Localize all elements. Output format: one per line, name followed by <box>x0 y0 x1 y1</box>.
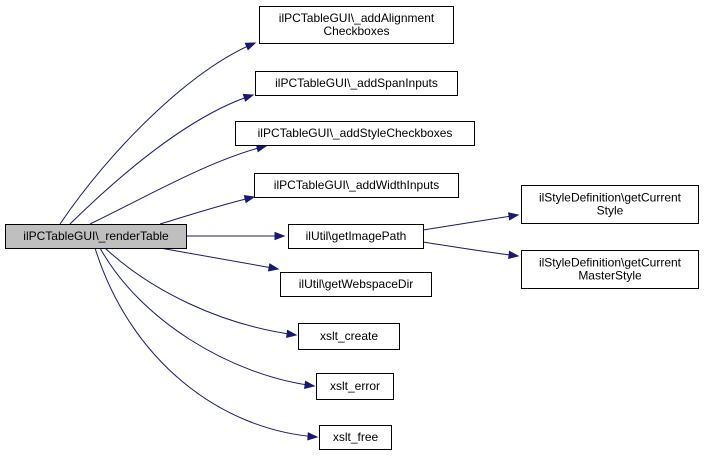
node-label: ilPCTableGUI\_addWidthInputs <box>274 178 439 192</box>
arrowhead-icon <box>243 195 256 204</box>
node-label: ilUtil\getWebspaceDir <box>299 277 414 291</box>
edge-getImagePath-to-getCurrentMasterStyle <box>422 241 520 260</box>
node-label: ilPCTableGUI\_addAlignment <box>279 11 435 25</box>
edge-line <box>104 247 297 336</box>
node-box <box>298 323 400 350</box>
node-label: ilUtil\getImagePath <box>306 229 407 243</box>
node-label: ilStyleDefinition\getCurrent <box>539 256 682 270</box>
arrowhead-icon <box>274 231 286 241</box>
node-label: xslt_create <box>320 329 378 343</box>
node-addSpan[interactable]: ilPCTableGUI\_addSpanInputs <box>255 71 458 96</box>
node-xsltError[interactable]: xslt_error <box>316 373 394 400</box>
node-getWebspace[interactable]: ilUtil\getWebspaceDir <box>280 272 432 297</box>
edge-line <box>99 247 315 387</box>
arrowhead-icon <box>244 42 257 51</box>
node-xsltFree[interactable]: xslt_free <box>319 425 392 450</box>
arrowhead-icon <box>242 93 255 102</box>
edge-line <box>159 247 279 270</box>
node-label: ilPCTableGUI\_addSpanInputs <box>275 76 438 90</box>
edge-root-to-addWidth <box>159 195 256 225</box>
edge-getImagePath-to-getCurrentStyle <box>422 212 520 231</box>
edge-root-to-xsltError <box>99 247 316 389</box>
node-box <box>280 272 432 297</box>
node-label: MasterStyle <box>578 269 642 283</box>
node-label: xslt_free <box>333 430 379 444</box>
node-label: Checkboxes <box>323 24 389 38</box>
node-root[interactable]: ilPCTableGUI\_renderTable <box>5 224 187 249</box>
node-label: ilPCTableGUI\_renderTable <box>23 229 169 243</box>
node-label: ilPCTableGUI\_addStyleCheckboxes <box>258 126 453 140</box>
node-xsltCreate[interactable]: xslt_create <box>298 323 400 350</box>
edge-root-to-addStyle <box>89 144 268 225</box>
node-label: Style <box>597 204 624 218</box>
node-box <box>259 6 454 44</box>
edge-line <box>94 247 318 438</box>
edge-line <box>59 42 256 225</box>
edge-root-to-xsltCreate <box>104 247 298 338</box>
node-box <box>255 71 458 96</box>
node-label: ilStyleDefinition\getCurrent <box>539 191 682 205</box>
node-box <box>521 185 699 224</box>
edge-root-to-xsltFree <box>94 247 319 441</box>
edge-line <box>422 214 519 231</box>
edge-root-to-getImagePath <box>186 231 286 241</box>
nodes-layer: ilPCTableGUI\_renderTable ilPCTableGUI\_a… <box>5 6 699 450</box>
edge-line <box>422 241 519 257</box>
edge-root-to-addSpan <box>69 93 255 225</box>
edge-root-to-addAlignment <box>59 42 257 225</box>
edges-layer <box>59 42 520 441</box>
arrowhead-icon <box>267 263 280 272</box>
node-box <box>288 224 424 249</box>
node-addStyle[interactable]: ilPCTableGUI\_addStyleCheckboxes <box>235 121 475 146</box>
edge-line <box>159 196 255 225</box>
node-getImagePath[interactable]: ilUtil\getImagePath <box>288 224 424 249</box>
node-box <box>316 373 394 400</box>
node-addWidth[interactable]: ilPCTableGUI\_addWidthInputs <box>254 173 459 198</box>
arrowhead-icon <box>508 250 520 260</box>
edge-line <box>69 94 254 225</box>
node-box <box>254 173 459 198</box>
arrowhead-icon <box>307 432 319 441</box>
node-box <box>5 224 187 249</box>
arrowhead-icon <box>286 329 298 338</box>
arrowhead-icon <box>304 380 316 389</box>
node-label: xslt_error <box>330 379 380 393</box>
node-box <box>319 425 392 450</box>
edge-line <box>89 145 267 225</box>
node-box <box>235 121 475 146</box>
node-box <box>521 250 699 289</box>
edge-root-to-getWebspace <box>159 247 280 272</box>
arrowhead-icon <box>507 212 520 221</box>
